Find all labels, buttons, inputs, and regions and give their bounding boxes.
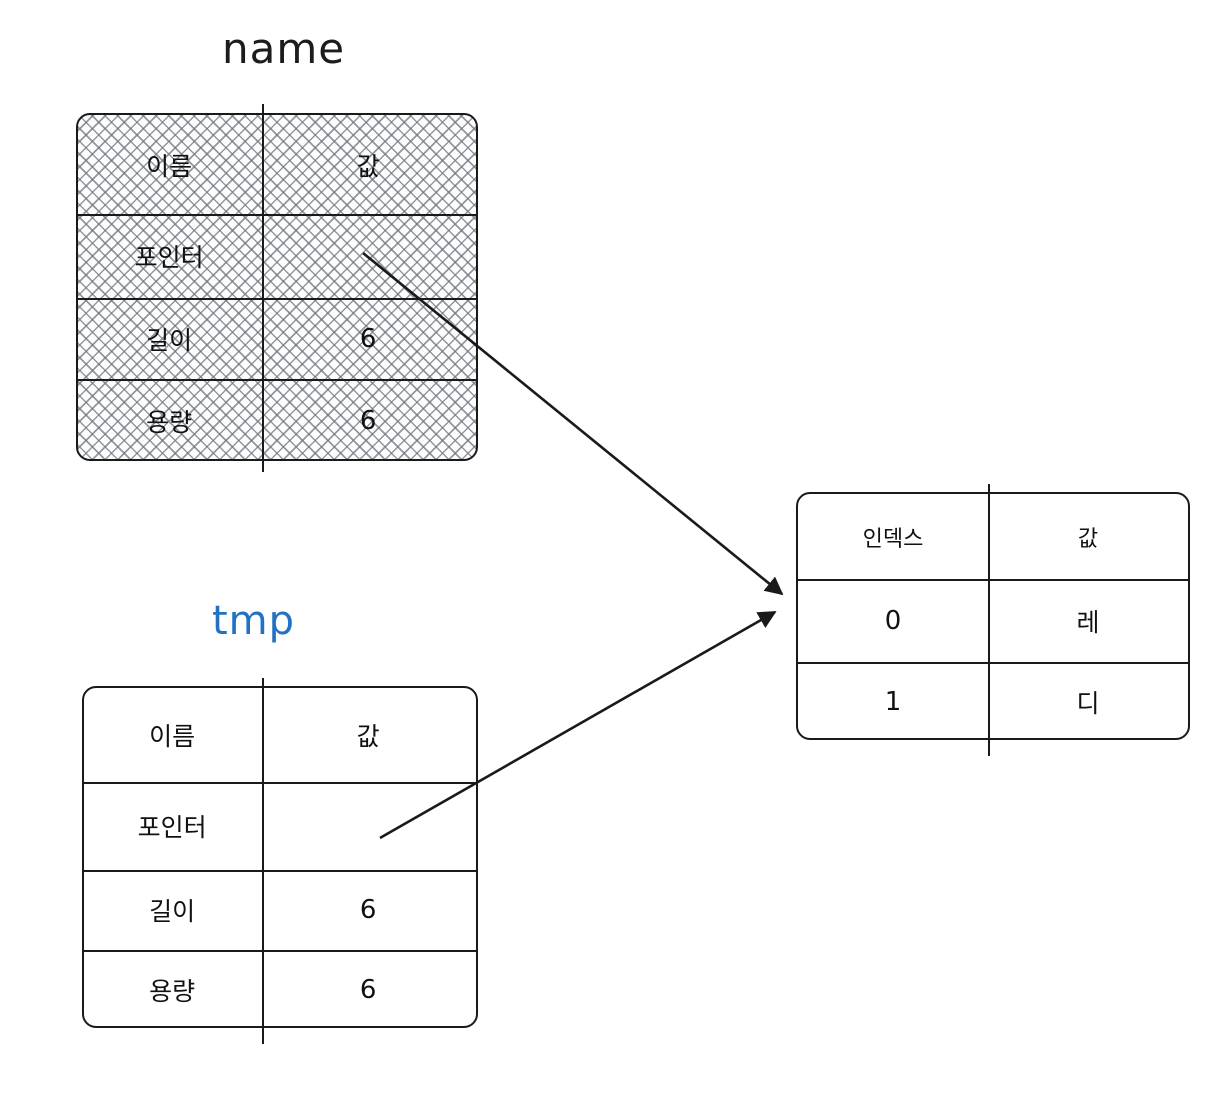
name-row-pointer: 포인터 <box>78 214 476 298</box>
tmp-row-pointer-field: 포인터 <box>137 813 207 842</box>
array-row-1: 1 디 <box>798 662 1188 738</box>
array-row-0: 0 레 <box>798 579 1188 662</box>
name-header-field: 이름 <box>146 151 193 181</box>
array-divider-2 <box>798 662 1188 664</box>
array-row-1-value: 디 <box>1076 689 1100 718</box>
tmp-row-pointer-value <box>260 782 476 870</box>
tmp-row-length-field: 길이 <box>149 897 196 926</box>
name-row-capacity-field: 용량 <box>146 408 193 437</box>
name-table-title: name <box>222 24 346 73</box>
name-header-row: 이름 값 <box>78 115 476 214</box>
array-header-index: 인덱스 <box>862 526 924 552</box>
tmp-column-divider <box>262 678 264 1044</box>
name-column-divider <box>262 104 264 472</box>
name-header-value: 값 <box>356 151 380 181</box>
tmp-row-pointer: 포인터 <box>84 782 476 870</box>
name-row-capacity: 용량 6 <box>78 379 476 459</box>
tmp-divider-2 <box>84 870 476 872</box>
name-row-capacity-value: 6 <box>359 406 377 436</box>
name-row-length: 길이 6 <box>78 298 476 379</box>
name-row-pointer-value <box>260 214 476 298</box>
array-divider-1 <box>798 579 1188 581</box>
tmp-row-length: 길이 6 <box>84 870 476 950</box>
array-contents-table: 인덱스 값 0 레 1 디 <box>796 492 1190 740</box>
tmp-header-field: 이름 <box>149 722 196 751</box>
tmp-row-length-value: 6 <box>359 895 377 925</box>
tmp-header-value: 값 <box>356 722 380 751</box>
array-header-value: 값 <box>1077 526 1099 552</box>
name-divider-3 <box>78 379 476 381</box>
name-struct-table: 이름 값 포인터 길이 6 용량 6 <box>76 113 478 461</box>
name-row-length-value: 6 <box>359 323 377 354</box>
array-column-divider <box>988 484 990 756</box>
array-row-0-index: 0 <box>884 605 902 636</box>
name-divider-2 <box>78 298 476 300</box>
array-header-row: 인덱스 값 <box>798 494 1188 579</box>
array-row-0-value: 레 <box>1076 607 1100 637</box>
tmp-divider-3 <box>84 950 476 952</box>
tmp-table-title: tmp <box>212 598 296 644</box>
tmp-struct-table: 이름 값 포인터 길이 6 용량 6 <box>82 686 478 1028</box>
tmp-row-capacity-field: 용량 <box>149 977 196 1006</box>
tmp-header-row: 이름 값 <box>84 688 476 782</box>
array-row-1-index: 1 <box>884 687 902 717</box>
name-row-pointer-field: 포인터 <box>134 243 204 272</box>
tmp-row-capacity-value: 6 <box>359 975 377 1005</box>
tmp-row-capacity: 용량 6 <box>84 950 476 1026</box>
tmp-divider-1 <box>84 782 476 784</box>
name-row-length-field: 길이 <box>146 325 193 355</box>
name-divider-1 <box>78 214 476 216</box>
